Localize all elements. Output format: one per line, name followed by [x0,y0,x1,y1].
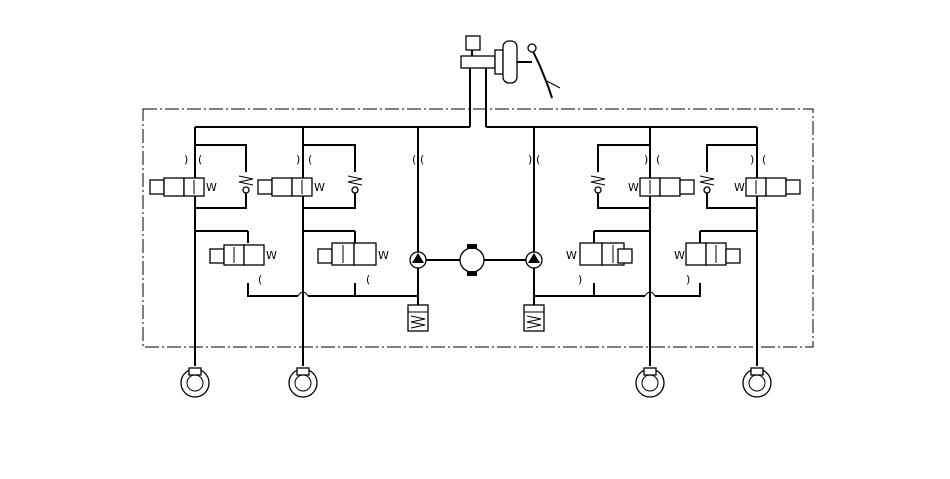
hydraulic-unit-boundary [142,108,814,348]
inlet-valve-1: ) ( W [149,144,254,209]
outlet-valve-2: W ( [303,230,389,286]
svg-text:W: W [628,181,639,194]
wheel-lines [194,127,758,366]
svg-text:): ) [528,153,532,166]
svg-text:): ) [750,153,754,166]
accumulator-left-icon [407,304,429,332]
outlet-valve-3: W ) [566,230,650,286]
pump-right-icon [525,251,543,269]
pump-circuit: ( ( ) ( [412,127,540,305]
pump-left-icon [409,251,427,269]
svg-text:W: W [566,249,577,262]
inlet-valve-2: ) ( W [257,144,363,209]
svg-text:): ) [686,273,690,286]
wheel-brake-3-icon [635,367,665,398]
svg-text:(: ( [308,153,312,166]
outlet-valve-1: W ( [195,230,277,286]
master-cylinder [460,35,518,84]
svg-text:W: W [674,249,685,262]
svg-text:(: ( [198,153,202,166]
return-lines [247,283,701,297]
svg-text:(: ( [420,153,424,166]
svg-text:W: W [266,249,277,262]
svg-text:): ) [184,153,188,166]
svg-text:(: ( [762,153,766,166]
inlet-valve-4: ) ( W [699,144,801,209]
svg-text:(: ( [366,273,370,286]
svg-text:(: ( [258,273,262,286]
brake-pedal [517,43,561,99]
accumulator-right-icon [523,304,545,332]
svg-text:W: W [734,181,745,194]
svg-text:(: ( [536,153,540,166]
svg-text:(: ( [412,153,416,166]
supply-lines [195,68,757,128]
wheel-brake-4-icon [742,367,772,398]
svg-text:): ) [296,153,300,166]
wheel-brake-1-icon [180,367,210,398]
inlet-valve-3: ) ( W [590,144,695,209]
outlet-valve-4: W ) [674,230,757,286]
svg-text:(: ( [656,153,660,166]
svg-text:W: W [206,181,217,194]
wheel-brake-2-icon [288,367,318,398]
svg-text:): ) [578,273,582,286]
svg-text:W: W [378,249,389,262]
svg-text:W: W [314,181,325,194]
pump-motor-icon [459,244,485,276]
svg-text:): ) [644,153,648,166]
